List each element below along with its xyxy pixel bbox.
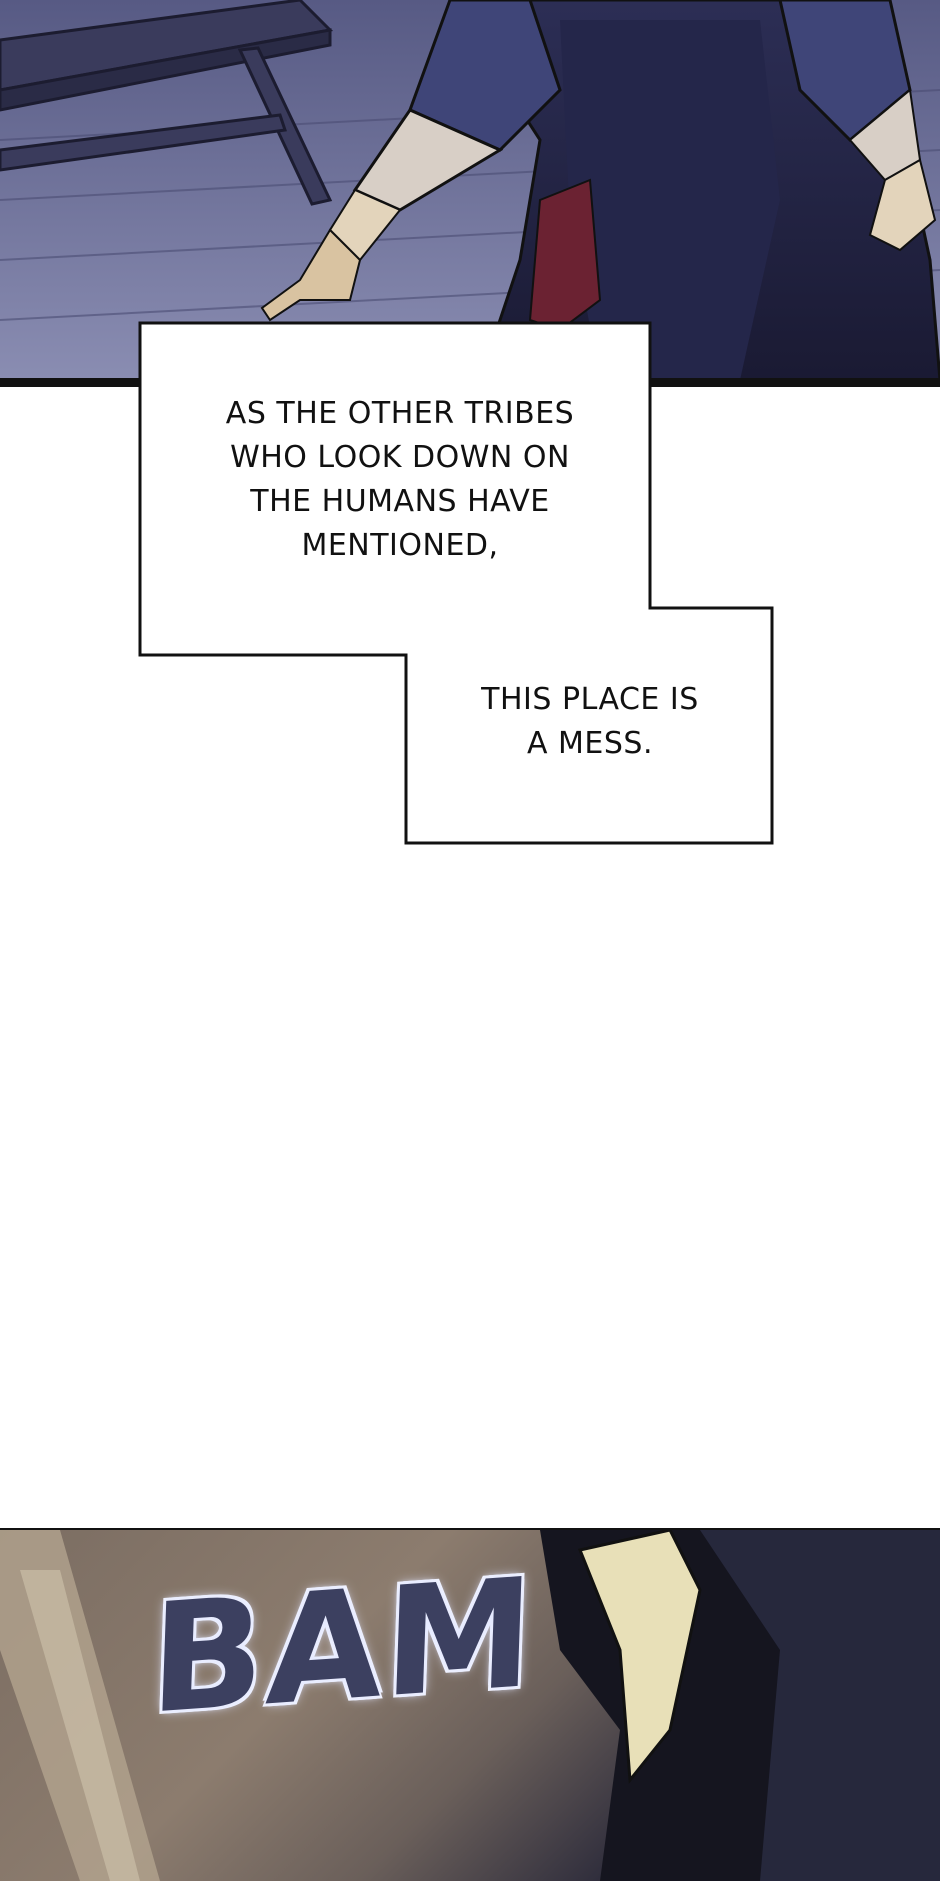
caption-line: MENTIONED, bbox=[301, 528, 499, 563]
top-panel-border bbox=[0, 378, 940, 387]
bottom-scene-art bbox=[0, 1530, 940, 1881]
caption-line: A MESS. bbox=[526, 726, 654, 761]
bottom-panel-illustration bbox=[0, 1530, 940, 1881]
caption-text-primary: AS THE OTHER TRIBES WHO LOOK DOWN ON THE… bbox=[140, 392, 660, 568]
table-shape bbox=[0, 0, 334, 206]
sound-effect-text: BAM bbox=[147, 1546, 539, 1748]
top-scene-art bbox=[0, 0, 940, 380]
caption-line: THE HUMANS HAVE bbox=[250, 484, 550, 519]
top-panel-illustration bbox=[0, 0, 940, 380]
caption-line: WHO LOOK DOWN ON bbox=[230, 440, 570, 475]
caption-text-secondary: THIS PLACE IS A MESS. bbox=[420, 678, 760, 766]
caption-line: THIS PLACE IS bbox=[481, 682, 699, 717]
caption-line: AS THE OTHER TRIBES bbox=[225, 396, 575, 431]
character-figure bbox=[260, 0, 940, 380]
